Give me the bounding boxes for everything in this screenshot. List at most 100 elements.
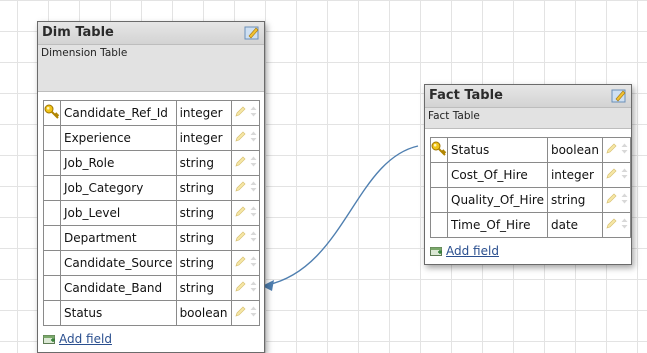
edit-field-icon[interactable] bbox=[234, 206, 246, 221]
primary-key-icon bbox=[431, 141, 447, 160]
reorder-arrows-icon[interactable] bbox=[250, 256, 257, 270]
field-name[interactable]: Status bbox=[447, 137, 548, 163]
edit-field-icon[interactable] bbox=[234, 181, 246, 196]
field-type[interactable]: string bbox=[175, 200, 232, 226]
field-name[interactable]: Candidate_Band bbox=[60, 275, 177, 301]
key-cell bbox=[43, 175, 61, 201]
key-cell bbox=[43, 125, 61, 151]
reorder-arrows-icon[interactable] bbox=[250, 181, 257, 195]
field-controls bbox=[601, 137, 631, 163]
field-type[interactable]: integer bbox=[175, 100, 232, 126]
edit-field-icon[interactable] bbox=[234, 306, 246, 321]
reorder-arrows-icon[interactable] bbox=[621, 168, 628, 182]
add-field-label: Add field bbox=[59, 332, 112, 346]
dim-add-field-link[interactable]: Add field bbox=[38, 332, 264, 352]
fact-table-description: Fact Table bbox=[425, 108, 631, 129]
field-controls bbox=[230, 225, 260, 251]
dim-table[interactable]: Dim Table Dimension Table Candidate_Ref_… bbox=[37, 21, 265, 353]
field-name[interactable]: Experience bbox=[60, 125, 177, 151]
fact-table-header[interactable]: Fact Table bbox=[425, 85, 631, 108]
field-name[interactable]: Status bbox=[60, 300, 177, 326]
field-controls bbox=[230, 275, 260, 301]
edit-table-icon[interactable] bbox=[611, 88, 627, 103]
reorder-arrows-icon[interactable] bbox=[621, 193, 628, 207]
edit-field-icon[interactable] bbox=[605, 143, 617, 158]
edit-table-icon[interactable] bbox=[244, 25, 260, 40]
field-type[interactable]: string bbox=[546, 187, 603, 213]
field-name[interactable]: Department bbox=[60, 225, 177, 251]
reorder-arrows-icon[interactable] bbox=[250, 131, 257, 145]
field-type[interactable]: string bbox=[175, 150, 232, 176]
field-controls bbox=[230, 150, 260, 176]
add-field-icon bbox=[430, 246, 442, 256]
field-name[interactable]: Time_Of_Hire bbox=[447, 212, 548, 238]
reorder-arrows-icon[interactable] bbox=[250, 306, 257, 320]
reorder-arrows-icon[interactable] bbox=[250, 156, 257, 170]
field-controls bbox=[601, 187, 631, 213]
key-cell bbox=[43, 225, 61, 251]
field-type[interactable]: boolean bbox=[546, 137, 603, 163]
field-type[interactable]: integer bbox=[546, 162, 603, 188]
field-name[interactable]: Candidate_Ref_Id bbox=[60, 100, 177, 126]
field-name[interactable]: Quality_Of_Hire bbox=[447, 187, 548, 213]
field-type[interactable]: string bbox=[175, 175, 232, 201]
add-field-icon bbox=[43, 334, 55, 344]
edit-field-icon[interactable] bbox=[234, 231, 246, 246]
reorder-arrows-icon[interactable] bbox=[250, 106, 257, 120]
reorder-arrows-icon[interactable] bbox=[621, 218, 628, 232]
key-cell bbox=[43, 275, 61, 301]
field-name[interactable]: Cost_Of_Hire bbox=[447, 162, 548, 188]
reorder-arrows-icon[interactable] bbox=[250, 281, 257, 295]
fact-table-title: Fact Table bbox=[429, 88, 503, 103]
field-controls bbox=[230, 175, 260, 201]
key-cell bbox=[430, 187, 448, 213]
reorder-arrows-icon[interactable] bbox=[250, 231, 257, 245]
field-name[interactable]: Job_Role bbox=[60, 150, 177, 176]
field-name[interactable]: Job_Category bbox=[60, 175, 177, 201]
field-controls bbox=[230, 200, 260, 226]
key-cell bbox=[430, 162, 448, 188]
field-type[interactable]: boolean bbox=[175, 300, 232, 326]
field-type[interactable]: string bbox=[175, 275, 232, 301]
field-controls bbox=[230, 250, 260, 276]
field-type[interactable]: string bbox=[175, 225, 232, 251]
edit-field-icon[interactable] bbox=[605, 218, 617, 233]
edit-field-icon[interactable] bbox=[234, 256, 246, 271]
field-name[interactable]: Job_Level bbox=[60, 200, 177, 226]
key-cell bbox=[43, 200, 61, 226]
key-cell bbox=[43, 250, 61, 276]
field-controls bbox=[601, 212, 631, 238]
field-name[interactable]: Candidate_Source bbox=[60, 250, 177, 276]
edit-field-icon[interactable] bbox=[234, 131, 246, 146]
reorder-arrows-icon[interactable] bbox=[250, 206, 257, 220]
field-controls bbox=[230, 300, 260, 326]
field-type[interactable]: integer bbox=[175, 125, 232, 151]
key-cell bbox=[43, 100, 61, 126]
edit-field-icon[interactable] bbox=[234, 106, 246, 121]
field-type[interactable]: date bbox=[546, 212, 603, 238]
field-controls bbox=[601, 162, 631, 188]
dim-table-header[interactable]: Dim Table bbox=[38, 22, 264, 45]
field-type[interactable]: string bbox=[175, 250, 232, 276]
edit-field-icon[interactable] bbox=[234, 156, 246, 171]
edit-field-icon[interactable] bbox=[605, 193, 617, 208]
edit-field-icon[interactable] bbox=[234, 281, 246, 296]
add-field-label: Add field bbox=[446, 244, 499, 258]
reorder-arrows-icon[interactable] bbox=[621, 143, 628, 157]
fact-add-field-link[interactable]: Add field bbox=[425, 244, 631, 264]
edit-field-icon[interactable] bbox=[605, 168, 617, 183]
